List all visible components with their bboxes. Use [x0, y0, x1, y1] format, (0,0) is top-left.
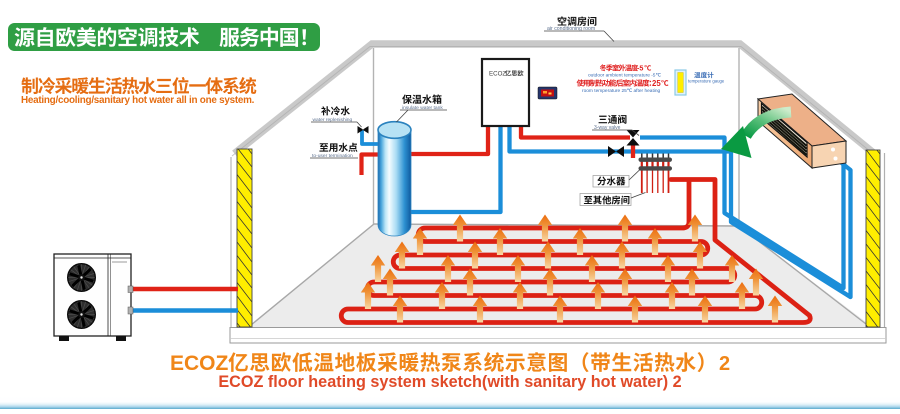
svg-text:ECOZ: ECOZ [170, 352, 229, 375]
svg-text:3-way valve: 3-way valve [594, 125, 621, 131]
svg-text:water replenishing: water replenishing [313, 117, 353, 123]
svg-text:ECOZ: ECOZ [489, 71, 506, 78]
svg-text:ECOZ floor heating system sket: ECOZ floor heating system sketch(with sa… [218, 373, 681, 391]
svg-text:outdoor ambient temperature -5: outdoor ambient temperature -5℃ [588, 73, 661, 79]
svg-text:to-user termination: to-user termination [312, 153, 353, 159]
svg-text:Heating/cooling/sanitary hot w: Heating/cooling/sanitary hot water all i… [21, 95, 255, 106]
svg-text:2: 2 [719, 353, 730, 375]
svg-text:25: 25 [652, 79, 661, 88]
svg-text:room temperature 25℃ after hea: room temperature 25℃ after heating [582, 88, 661, 94]
svg-text:-5: -5 [637, 64, 643, 73]
svg-text:air conditioning room: air conditioning room [547, 26, 595, 32]
svg-text:temperature gauge: temperature gauge [688, 78, 725, 83]
svg-text:insulate water tank: insulate water tank [402, 105, 443, 111]
